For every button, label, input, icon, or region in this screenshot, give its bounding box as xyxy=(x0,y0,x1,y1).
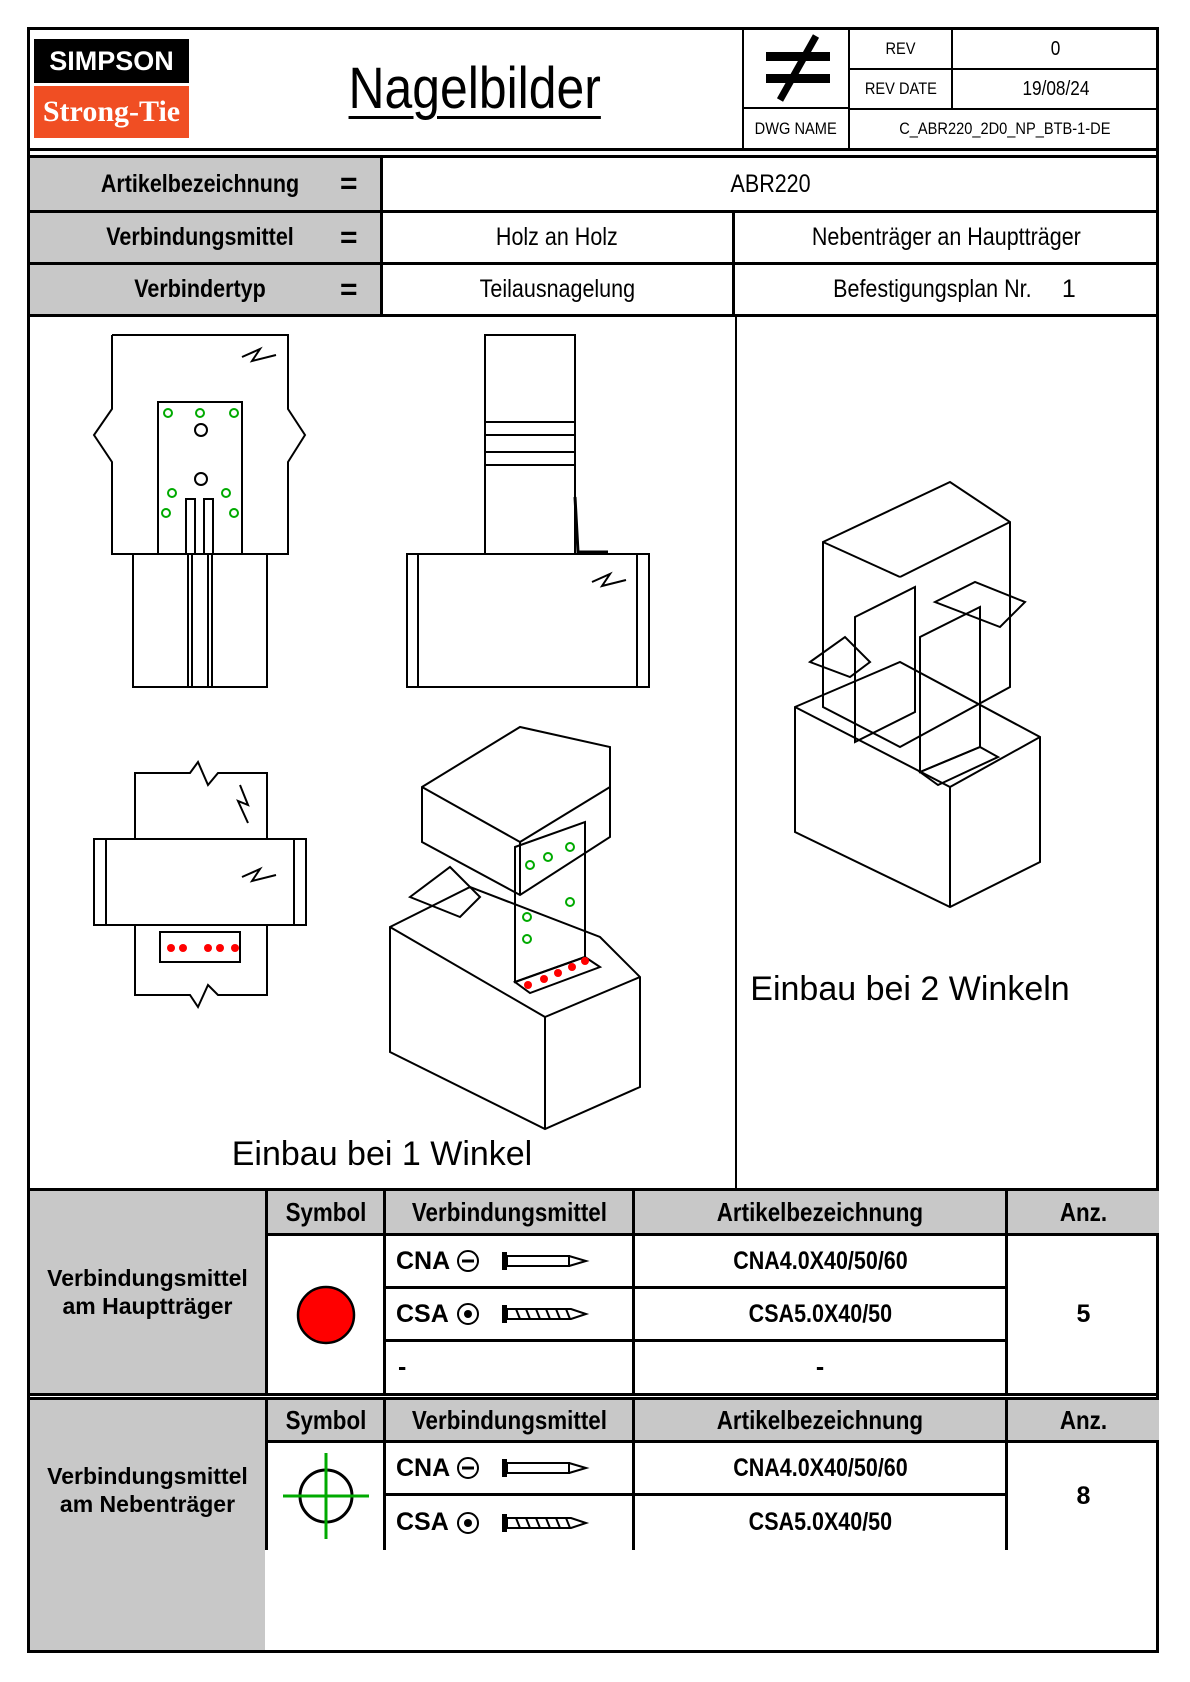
nail-markers-primary xyxy=(167,944,589,989)
rev-label: REV xyxy=(885,39,916,58)
csa-screw-icon-2 xyxy=(457,1511,590,1534)
logo: SIMPSON Strong-Tie xyxy=(34,39,189,139)
caption-two-brackets: Einbau bei 2 Winkeln xyxy=(750,970,1069,1008)
secondary-row-csa: CSA xyxy=(386,1496,632,1549)
iso-view-double-drawing xyxy=(794,480,1041,909)
info-value-article: ABR220 xyxy=(730,169,811,198)
side-view-drawing xyxy=(406,334,650,688)
front-view-drawing xyxy=(92,334,307,688)
main-row-cna-article: CNA4.0X40/50/60 xyxy=(732,1246,908,1275)
logo-simpson: SIMPSON xyxy=(34,39,189,83)
red-dot-icon xyxy=(268,1236,383,1393)
nail-markers-secondary xyxy=(161,408,575,944)
secondary-qty: 8 xyxy=(1076,1481,1091,1510)
secondary-row-cna: CNA xyxy=(386,1443,632,1493)
iso-view-single-drawing xyxy=(389,725,641,1131)
dwg-name-label: DWG NAME xyxy=(754,119,838,138)
main-row-empty-article: - xyxy=(815,1353,825,1381)
info-label-fastener: Verbindungsmittel = xyxy=(30,213,380,262)
secondary-header-symbol: Symbol xyxy=(268,1400,383,1440)
not-equal-icon xyxy=(744,30,848,107)
info-label-article: Artikelbezeichnung = xyxy=(30,158,380,210)
rev-value: 0 xyxy=(1051,37,1061,60)
cna-nail-icon-2 xyxy=(457,1457,590,1479)
rev-date-value: 19/08/24 xyxy=(1022,77,1090,100)
logo-strongtie: Strong-Tie xyxy=(34,86,189,138)
main-header-symbol: Symbol xyxy=(268,1191,383,1233)
top-view-drawing xyxy=(93,759,307,1010)
info-value-wood: Holz an Holz xyxy=(496,223,618,251)
secondary-row-cna-article: CNA4.0X40/50/60 xyxy=(732,1453,908,1482)
page-title: Nagelbilder xyxy=(348,55,602,121)
main-row-empty: - xyxy=(398,1353,407,1381)
main-header-fastener: Verbindungsmittel xyxy=(386,1191,632,1233)
main-header-qty: Anz. xyxy=(1008,1191,1159,1233)
rev-date-label: REV DATE xyxy=(864,79,937,98)
secondary-header-fastener: Verbindungsmittel xyxy=(386,1400,632,1440)
csa-screw-icon xyxy=(457,1303,590,1325)
main-row-csa: CSA xyxy=(386,1289,632,1339)
main-header-article: Artikelbezeichnung xyxy=(635,1191,1005,1233)
caption-one-bracket: Einbau bei 1 Winkel xyxy=(232,1135,533,1173)
secondary-row-csa-article: CSA5.0X40/50 xyxy=(748,1508,892,1536)
info-value-nailing: Teilausnagelung xyxy=(479,275,635,303)
info-label-type: Verbindertyp = xyxy=(30,265,380,314)
drawing-sheet: SIMPSON Strong-Tie Nagelbilder REV 0 REV… xyxy=(27,27,1159,1653)
green-crosshair-icon xyxy=(268,1443,383,1549)
dwg-name-value: C_ABR220_2D0_NP_BTB-1-DE xyxy=(898,119,1111,138)
cna-nail-icon xyxy=(457,1250,590,1272)
installation-drawings: Einbau bei 1 Winkel Einbau bei 2 Winkeln xyxy=(92,334,1070,1173)
secondary-header-qty: Anz. xyxy=(1008,1400,1159,1440)
main-row-csa-article: CSA5.0X40/50 xyxy=(748,1299,892,1328)
main-qty: 5 xyxy=(1076,1300,1091,1328)
info-value-plan: Befestigungsplan Nr. 1 xyxy=(833,275,1076,303)
secondary-header-article: Artikelbezeichnung xyxy=(635,1400,1005,1440)
info-value-beam: Nebenträger an Hauptträger xyxy=(812,223,1081,251)
main-row-cna: CNA xyxy=(386,1236,632,1286)
